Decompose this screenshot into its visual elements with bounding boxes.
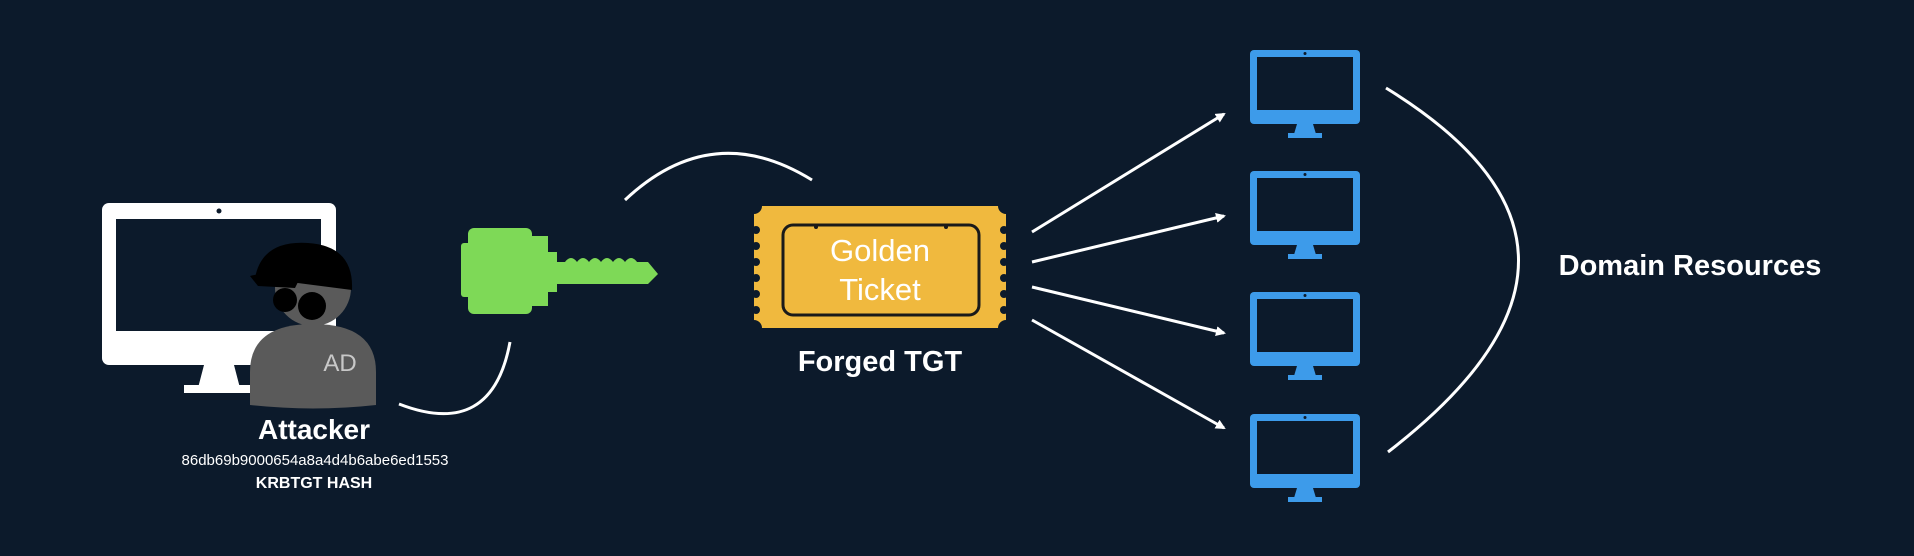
monitor-icon xyxy=(1250,171,1360,259)
monitor-icon xyxy=(1250,50,1360,138)
attacker-label: Attacker xyxy=(257,414,371,445)
golden-ticket-icon xyxy=(752,206,1008,328)
monitor-icon xyxy=(1250,292,1360,380)
arrow-to-resource-2 xyxy=(1031,213,1226,264)
domain-resources-label: Domain Resources xyxy=(1558,250,1822,282)
attacker-to-key-connector xyxy=(398,341,512,416)
monitor-icon xyxy=(1250,414,1360,502)
key-icon xyxy=(461,228,658,314)
ticket-text-line1: Golden xyxy=(830,233,930,268)
avatar-label: AD xyxy=(323,350,357,377)
forged-tgt-label: Forged TGT xyxy=(797,346,963,378)
arrow-to-resource-3 xyxy=(1031,285,1226,336)
key-to-ticket-connector xyxy=(623,151,813,202)
hacker-avatar-icon xyxy=(250,242,376,409)
resources-bracket xyxy=(1385,86,1520,454)
krbtgt-hash-value: 86db69b9000654a8a4d4b6abe6ed1553 xyxy=(181,452,449,469)
krbtgt-hash-label: KRBTGT HASH xyxy=(255,475,373,492)
arrow-to-resource-4 xyxy=(1031,318,1226,430)
ticket-to-resources-arrows xyxy=(1031,112,1226,430)
domain-resource-monitors xyxy=(1250,50,1360,502)
arrow-to-resource-1 xyxy=(1031,112,1226,234)
ticket-text-line2: Ticket xyxy=(839,272,921,307)
